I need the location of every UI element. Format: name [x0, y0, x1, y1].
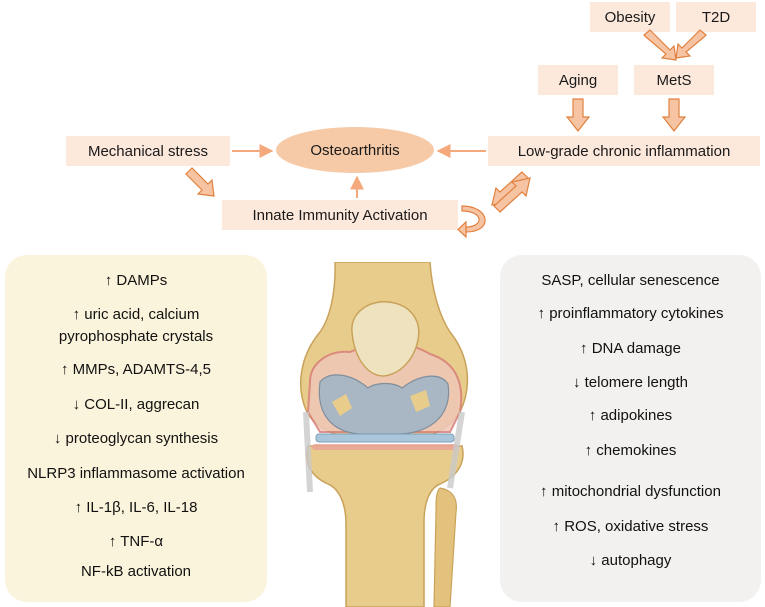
left-item: ↑ uric acid, calcium [72, 306, 200, 323]
cartilage-lesion [332, 394, 352, 416]
right-item: ↑ ROS, oxidative stress [552, 518, 709, 535]
flow-arrows [185, 29, 707, 239]
innate-immunity-box: Innate Immunity Activation [222, 200, 458, 230]
femoral-condyles [318, 374, 450, 435]
right-item: ↑ proinflammatory cytokines [537, 305, 724, 322]
ligament [303, 411, 313, 493]
patella [351, 301, 420, 377]
arrow-t2d-to-mets [675, 29, 707, 59]
left-item: ↑ MMPs, ADAMTS-4,5 [60, 361, 212, 378]
low-grade-inflammation-box: Low-grade chronic inflammation [488, 136, 760, 166]
obesity-box: Obesity [590, 2, 670, 32]
mechanical-stress-box: Mechanical stress [66, 136, 230, 166]
arrow-mets-down [661, 98, 687, 132]
t2d-box: T2D [676, 2, 756, 32]
arrow-aging-down [565, 98, 591, 132]
left-item: ↑ IL-1β, IL-6, IL-18 [74, 499, 198, 516]
meniscus [315, 433, 455, 443]
cartilage-lesion [410, 390, 430, 412]
aging-box: Aging [538, 65, 618, 95]
tibia-inflamed-edge [312, 444, 458, 450]
arrow-obesity-to-mets [643, 29, 677, 61]
left-item: ↓ proteoglycan synthesis [53, 430, 219, 447]
right-item: SASP, cellular senescence [541, 272, 720, 289]
arrow-mech-to-immunity [185, 167, 215, 197]
arrow-immunity-to-inflam [493, 177, 531, 213]
fibula [433, 487, 457, 607]
right-item: ↑ chemokines [584, 442, 677, 459]
mets-box: MetS [634, 65, 714, 95]
left-item: pyrophosphate crystals [58, 328, 214, 345]
right-item: ↓ autophagy [589, 552, 672, 569]
right-item: ↓ telomere length [572, 374, 689, 391]
knee-joint-illustration [300, 262, 469, 607]
left-item: NLRP3 inflammasome activation [27, 465, 245, 482]
right-panel: SASP, cellular senescence ↑ proinflammat… [500, 255, 761, 602]
left-panel: ↑ DAMPs ↑ uric acid, calcium pyrophospha… [5, 255, 267, 602]
left-item: NF-kB activation [80, 563, 192, 580]
left-item: ↑ DAMPs [104, 272, 168, 289]
left-item: ↑ TNF-α [108, 533, 164, 550]
right-item: ↑ mitochondrial dysfunction [540, 483, 721, 500]
right-item: ↑ DNA damage [580, 340, 681, 357]
loop-arrow-innate [457, 205, 486, 239]
ligament [447, 411, 465, 489]
left-item: ↓ COL-II, aggrecan [72, 396, 200, 413]
osteoarthritis-node: Osteoarthritis [276, 127, 434, 173]
right-item: ↑ adipokines [588, 407, 673, 424]
